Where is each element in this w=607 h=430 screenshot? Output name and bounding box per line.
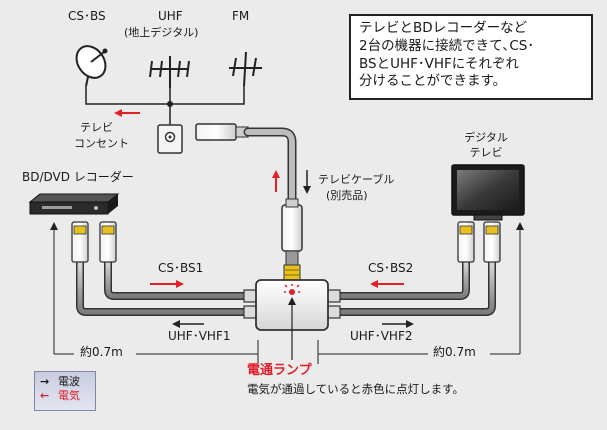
lamp-description: 電気が通過していると赤色に点灯します。 xyxy=(247,382,465,396)
power-arrow-antenna xyxy=(114,109,140,117)
tv-cable xyxy=(195,123,303,282)
power-arrow-left-1 xyxy=(150,280,184,288)
recorder-plugs xyxy=(71,221,117,263)
digital-tv-label-line2: テレビ xyxy=(469,146,503,159)
tv-outlet-label-line2: コンセント xyxy=(74,137,129,150)
tv-cable-label-line1: テレビケーブル xyxy=(318,173,395,186)
note-line: 2台の機器に接続できて､CS･ xyxy=(359,37,535,54)
feature-note-box: テレビとBDレコーダーなど 2台の機器に接続できて､CS･ BSとUHF･VHF… xyxy=(349,14,593,100)
legend-wave-row: → 電波 xyxy=(40,375,90,389)
uhf-label: UHF xyxy=(158,9,183,23)
fm-label: FM xyxy=(232,9,250,23)
arrow-right-icon: → xyxy=(40,375,50,388)
uhf-vhf1-label: UHF･VHF1 xyxy=(168,329,231,343)
cs-bs-label: CS･BS xyxy=(68,9,106,23)
digital-tv-icon xyxy=(451,164,525,221)
signal-arrow-down xyxy=(303,170,311,194)
satellite-dish-icon xyxy=(75,45,108,87)
legend-wave-label: 電波 xyxy=(58,375,80,388)
legend: → 電波 ← 電気 xyxy=(34,371,96,411)
cs-bs2-label: CS･BS2 xyxy=(368,261,414,275)
length-right-label: 約0.7m xyxy=(433,345,476,359)
lamp-title: 電通ランプ xyxy=(247,363,312,378)
power-arrow-right-2 xyxy=(370,280,404,288)
legend-power-label: 電気 xyxy=(58,388,80,402)
legend-power-row: ← 電気 xyxy=(40,389,90,403)
length-left-label: 約0.7m xyxy=(80,345,123,359)
signal-arrow-right-2 xyxy=(382,320,414,328)
tv-outlet-label-line1: テレビ xyxy=(80,121,113,134)
tv-plugs xyxy=(457,221,501,263)
cs-bs1-label: CS･BS1 xyxy=(158,261,204,275)
arrow-left-icon: ← xyxy=(40,388,50,402)
fm-antenna-icon xyxy=(229,51,262,87)
bd-recorder-icon xyxy=(28,193,120,215)
tv-outlet-icon xyxy=(157,124,183,154)
uhf-antenna-icon xyxy=(149,56,190,88)
note-line: 分けることができます。 xyxy=(359,73,507,90)
uhf-sub-label: (地上デジタル) xyxy=(124,26,199,39)
note-line: BSとUHF･VHFにそれぞれ xyxy=(359,55,520,72)
signal-arrow-left-1 xyxy=(172,320,204,328)
note-line: テレビとBDレコーダーなど xyxy=(359,20,528,36)
tv-cable-label-line2: (別売品) xyxy=(326,189,368,202)
power-arrow-up xyxy=(272,170,280,192)
bd-recorder-label: BD/DVD レコーダー xyxy=(22,170,134,184)
uhf-vhf2-label: UHF･VHF2 xyxy=(350,329,413,343)
digital-tv-label-line1: デジタル xyxy=(464,131,508,144)
